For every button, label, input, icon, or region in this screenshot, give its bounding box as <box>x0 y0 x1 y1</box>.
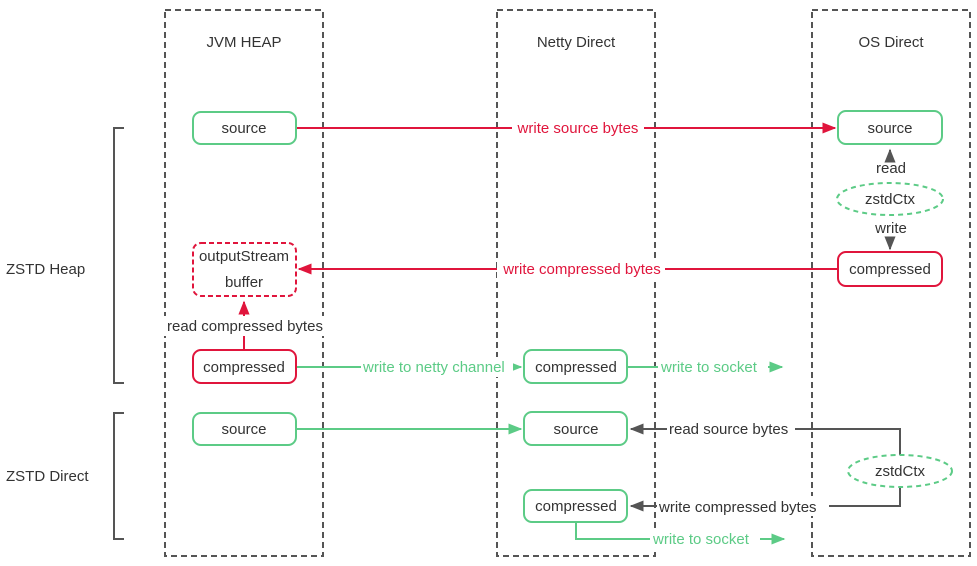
write-to-netty-channel-label: write to netty channel <box>362 359 505 376</box>
netty-direct-lane <box>496 9 656 557</box>
output-stream-label-line2: buffer <box>225 274 263 291</box>
netty-compressed-heap-label: compressed <box>535 359 617 376</box>
os-direct-lane <box>811 9 971 557</box>
write-compressed-bytes-direct-label-bg <box>657 496 829 516</box>
netty-compressed-direct-label: compressed <box>535 498 617 515</box>
output-stream-buffer-node <box>192 242 297 297</box>
zstd-ctx-heap-label: zstdCtx <box>865 191 916 208</box>
read-source-bytes-label-bg <box>667 419 795 439</box>
write-compressed-bytes-label-bg <box>497 259 665 279</box>
zstd-direct-bracket <box>113 412 124 540</box>
heap-source-node <box>192 111 297 145</box>
jvm-heap-lane <box>164 9 324 557</box>
column-header-jvm-heap: JVM HEAP <box>206 34 281 51</box>
write-to-netty-channel-label-bg <box>361 357 513 377</box>
os-compressed-node <box>837 251 943 287</box>
zstd-heap-bracket <box>113 127 124 384</box>
write-source-bytes-label-bg <box>512 118 644 138</box>
output-stream-label-line1: outputStream <box>199 248 289 265</box>
section-label-zstd-direct: ZSTD Direct <box>6 468 89 485</box>
read-label: read <box>876 160 906 177</box>
os-source-node <box>837 110 943 145</box>
direct-heap-source-node <box>192 412 297 446</box>
netty-source-label: source <box>553 421 598 438</box>
write-compressed-bytes-direct-label: write compressed bytes <box>658 499 817 516</box>
column-header-netty-direct: Netty Direct <box>537 34 616 51</box>
netty-compressed-direct-node <box>523 489 628 523</box>
write-to-socket-heap-label-bg <box>658 357 768 377</box>
write-label: write <box>874 220 907 237</box>
direct-heap-source-label: source <box>221 421 266 438</box>
write-to-socket-heap-label: write to socket <box>660 359 758 376</box>
heap-compressed-node <box>192 349 297 384</box>
read-source-bytes-label: read source bytes <box>669 421 788 438</box>
zstd-ctx-direct-label: zstdCtx <box>875 463 926 480</box>
write-source-bytes-label: write source bytes <box>517 120 639 137</box>
write-to-socket-direct-label: write to socket <box>652 531 750 548</box>
read-compressed-bytes-label: read compressed bytes <box>167 318 323 335</box>
write-to-socket-direct-label-bg <box>650 529 760 549</box>
write-compressed-bytes-label: write compressed bytes <box>502 261 661 278</box>
netty-compressed-heap-node <box>523 349 628 384</box>
section-label-zstd-heap: ZSTD Heap <box>6 261 85 278</box>
zstd-ctx-direct-node <box>847 454 953 488</box>
zstd-ctx-heap-node <box>836 182 944 216</box>
os-source-label: source <box>867 120 912 137</box>
read-compressed-bytes-label-bg <box>164 316 326 336</box>
heap-compressed-label: compressed <box>203 359 285 376</box>
heap-source-label: source <box>221 120 266 137</box>
netty-source-node <box>523 411 628 446</box>
column-header-os-direct: OS Direct <box>858 34 924 51</box>
os-compressed-label: compressed <box>849 261 931 278</box>
